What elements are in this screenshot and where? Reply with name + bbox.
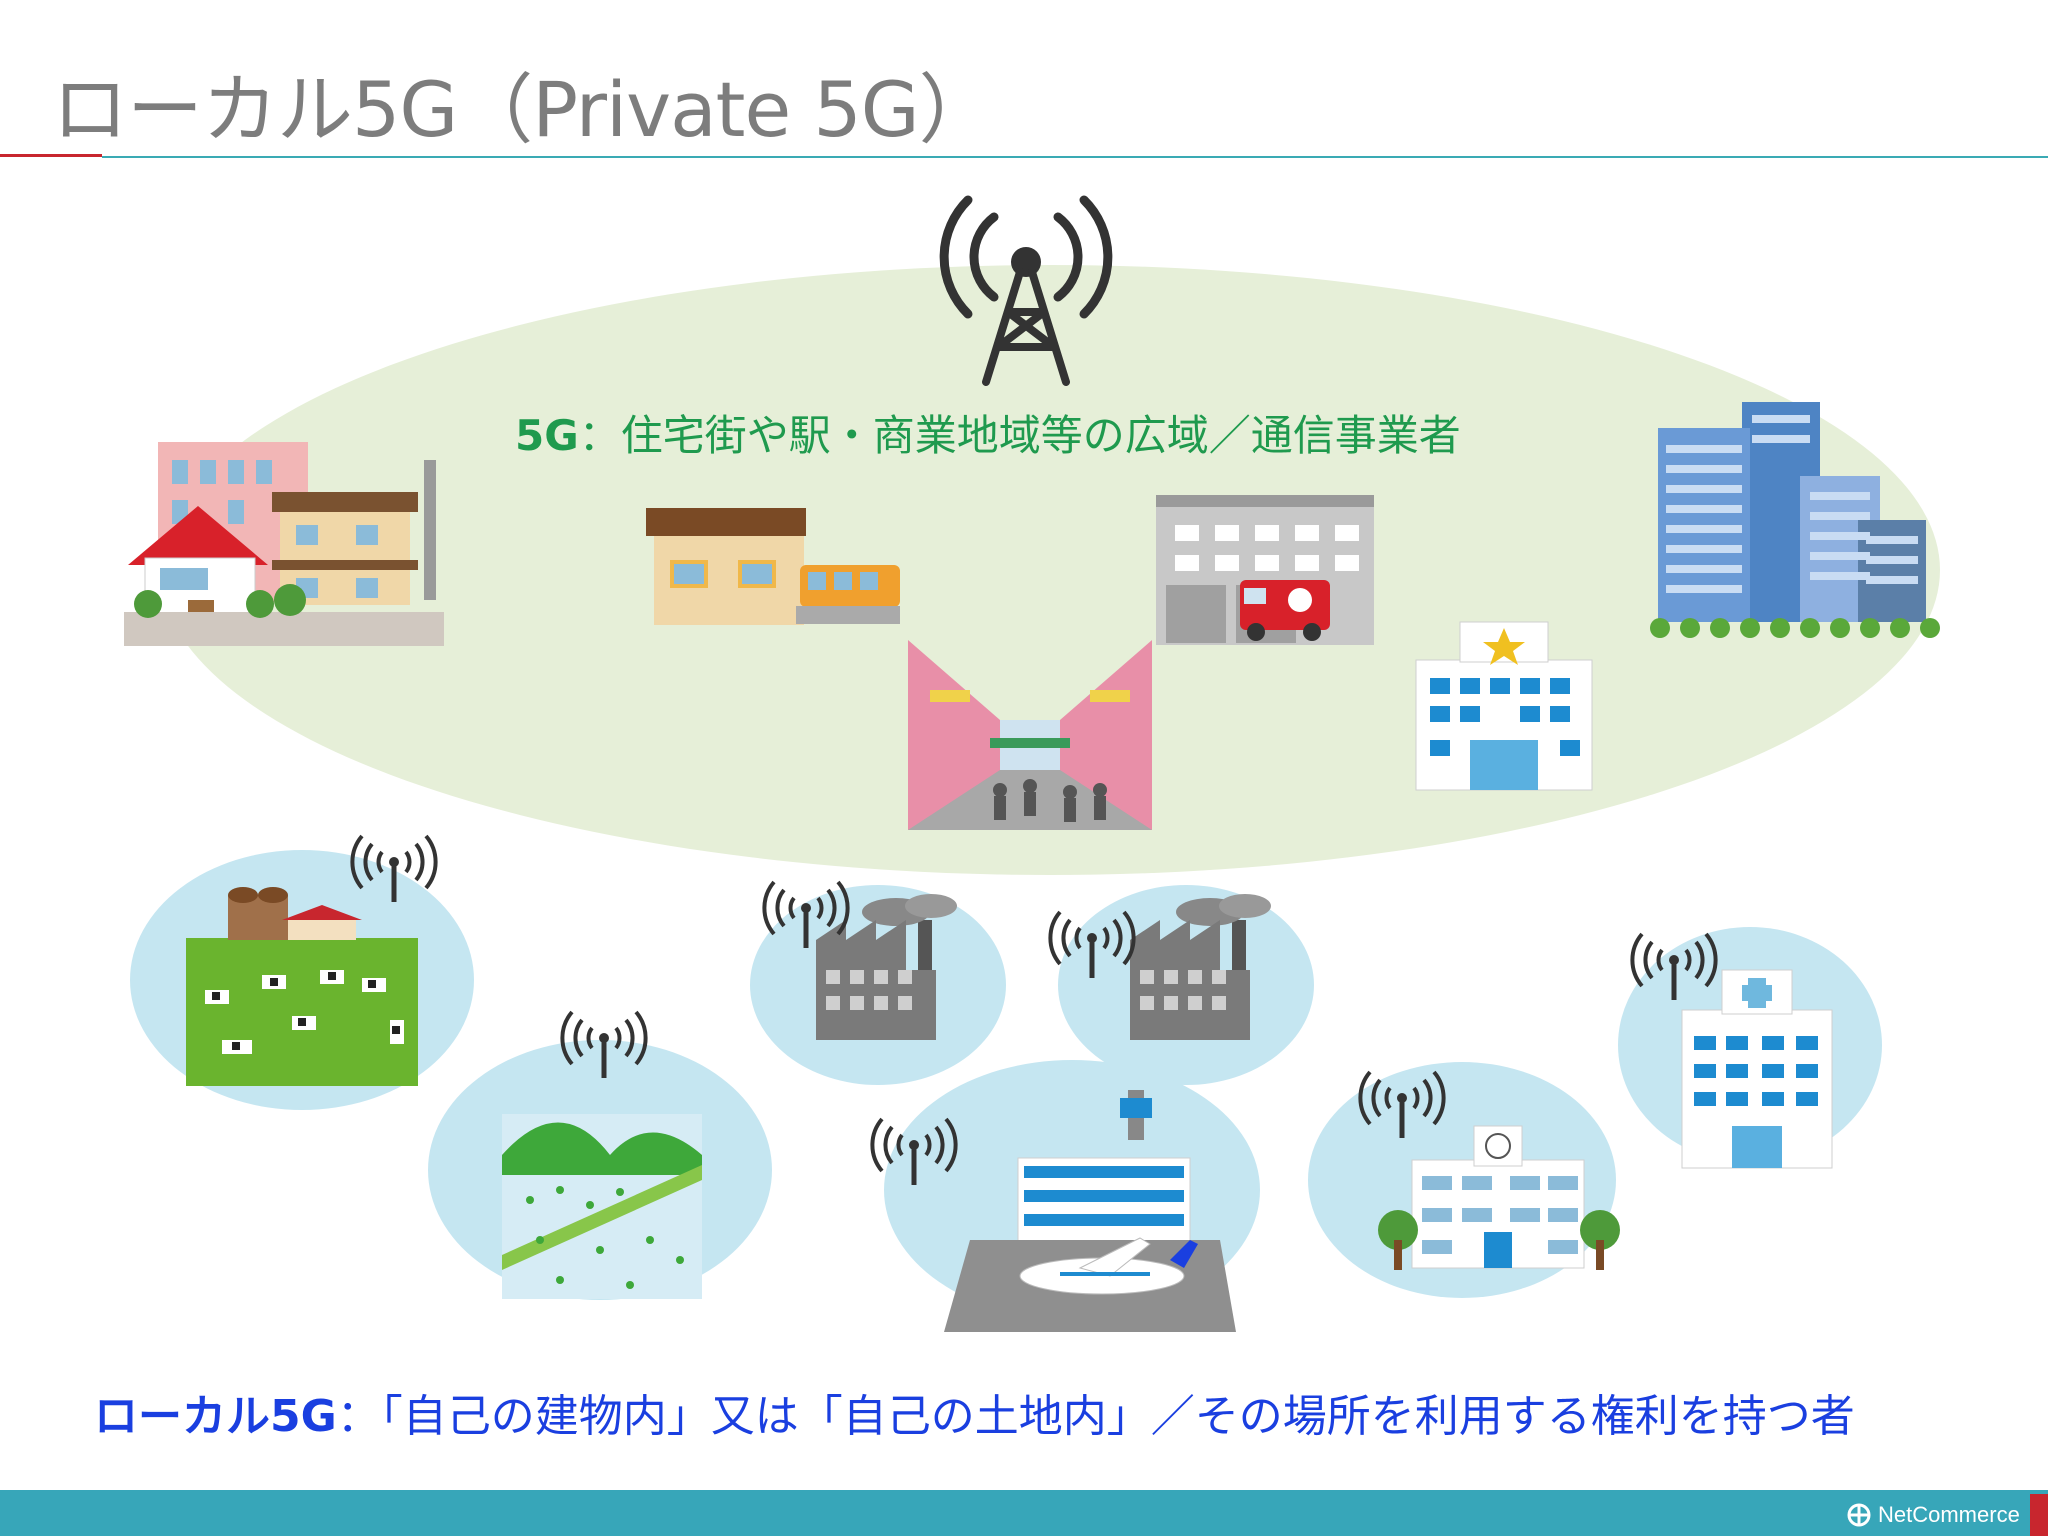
police-station-icon bbox=[1415, 621, 1593, 791]
fire-station-icon bbox=[1156, 495, 1374, 645]
train-station-icon bbox=[646, 508, 900, 625]
logo-text: NetCommerce bbox=[1878, 1502, 2020, 1527]
public-5g-label-text: ：住宅街や駅・商業地域等の広域／通信事業者 bbox=[578, 411, 1461, 460]
local-5g-label: ローカル5G：「自己の建物内」又は「自己の土地内」／その場所を利用する権利を持つ… bbox=[94, 1380, 1855, 1444]
office-buildings-icon bbox=[1650, 402, 1940, 638]
local-5g-label-text: ：「自己の建物内」又は「自己の土地内」／その場所を利用する権利を持つ者 bbox=[336, 1391, 1855, 1442]
school-icon bbox=[1378, 1125, 1620, 1270]
footer-bar bbox=[0, 1490, 2048, 1536]
antenna-tower-icon bbox=[939, 195, 1113, 386]
local-5g-label-prefix: ローカル5G bbox=[94, 1391, 337, 1442]
rice-field-icon bbox=[502, 1114, 702, 1299]
title-underline-accent bbox=[0, 154, 102, 157]
public-5g-label: 5G：住宅街や駅・商業地域等の広域／通信事業者 bbox=[515, 402, 1461, 463]
houses-icon bbox=[124, 442, 444, 646]
public-5g-label-prefix: 5G bbox=[515, 411, 579, 460]
farm-icon bbox=[186, 887, 418, 1086]
page-title: ローカル5G（Private 5G） bbox=[52, 65, 995, 154]
company-logo: NetCommerce bbox=[1846, 1498, 2020, 1532]
title-underline bbox=[102, 156, 2048, 158]
netcommerce-logo-icon bbox=[1847, 1503, 1871, 1527]
airport-icon bbox=[944, 1090, 1236, 1332]
hospital-icon bbox=[1681, 969, 1833, 1169]
shopping-arcade-icon bbox=[908, 640, 1152, 830]
footer-accent bbox=[2030, 1494, 2048, 1536]
